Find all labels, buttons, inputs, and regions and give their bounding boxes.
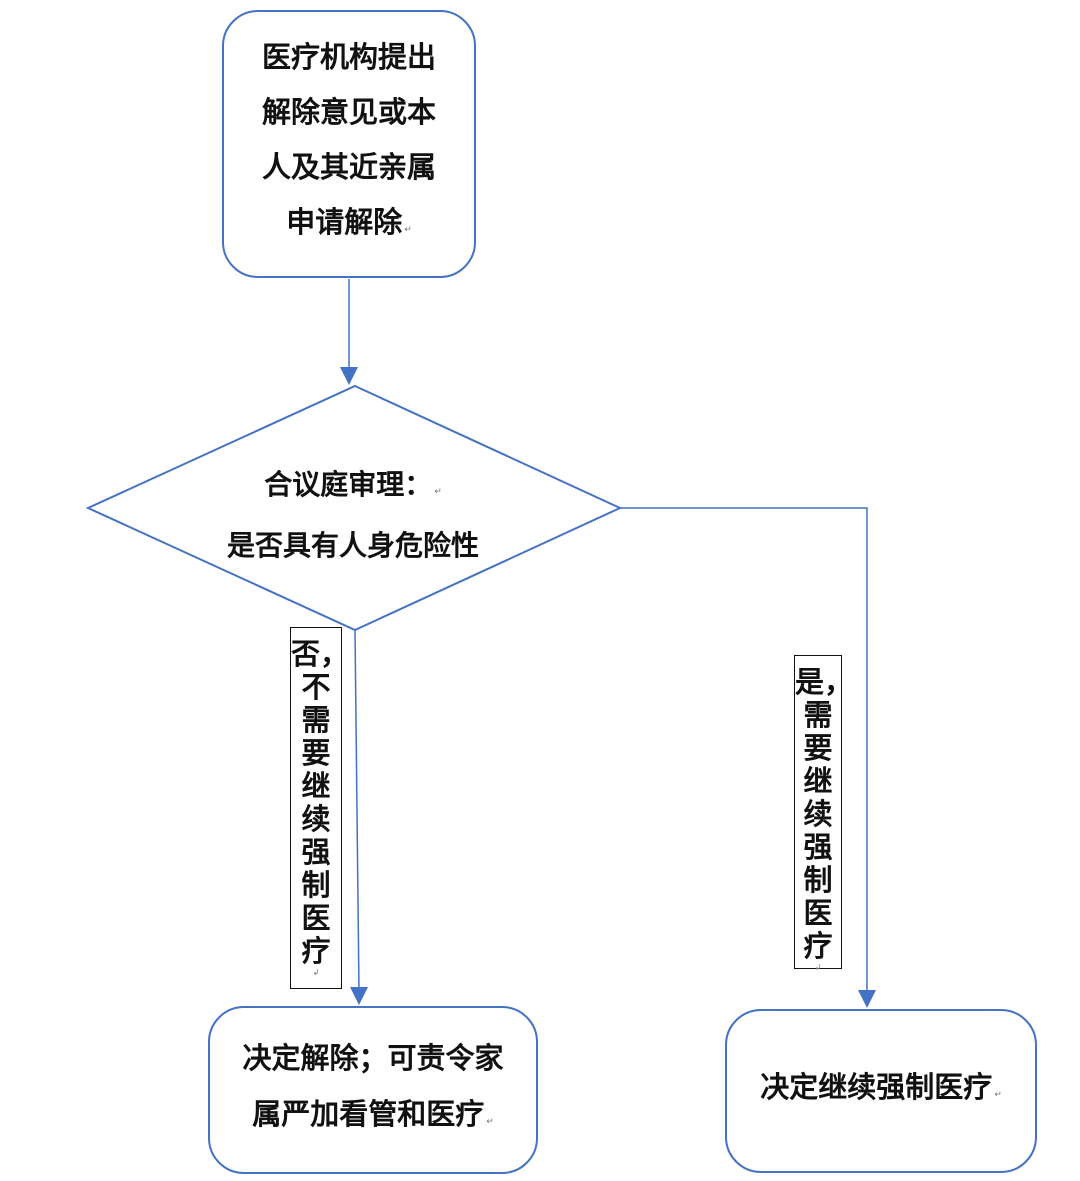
paragraph-mark: ↵ — [994, 1089, 1002, 1100]
paragraph-mark: ↵ — [486, 1117, 494, 1127]
line-break-mark: ↲ — [312, 968, 320, 977]
decision-line-1: 合议庭审理： — [264, 468, 433, 501]
branch-label-yes: 是，需要继续强制医疗 ↲ — [794, 655, 854, 972]
branch-label-no: 否，不需要继续强制医疗 ↲ — [290, 627, 350, 989]
start-node-text: 医疗机构提出解除意见或本人及其近亲属申请解除 — [261, 40, 436, 239]
start-node: 医疗机构提出解除意见或本人及其近亲属申请解除↵ — [222, 10, 476, 278]
connector-no-branch — [354, 629, 360, 993]
arrowhead-decision — [340, 367, 358, 385]
outcome-continue-node: 决定继续强制医疗↵ — [725, 1009, 1037, 1173]
branch-label-no-text: 否，不需要继续强制医疗 — [291, 637, 350, 968]
outcome-release-text: 决定解除；可责令家属严加看管和医疗 — [242, 1041, 504, 1131]
line-break-mark: ↲ — [814, 963, 822, 972]
outcome-continue-text: 决定继续强制医疗 — [760, 1069, 993, 1104]
decision-text: 合议庭审理：↵ 是否具有人身危险性 — [170, 458, 536, 573]
decision-line-2: 是否具有人身危险性 — [226, 529, 479, 562]
paragraph-mark: ↵ — [404, 225, 412, 235]
paragraph-mark: ↵ — [434, 487, 442, 497]
arrowhead-release — [350, 987, 368, 1005]
arrowhead-continue — [858, 990, 876, 1008]
branch-label-yes-text: 是，需要继续强制医疗 — [795, 665, 854, 963]
outcome-release-node: 决定解除；可责令家属严加看管和医疗↵ — [208, 1006, 538, 1174]
connector-yes-branch — [620, 507, 868, 996]
